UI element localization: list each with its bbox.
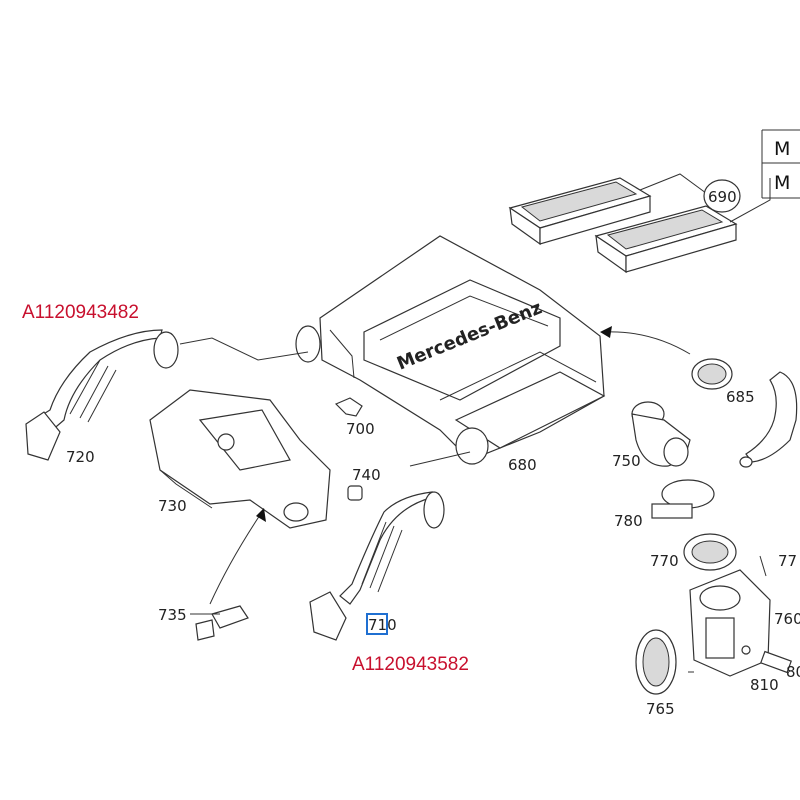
callout-760: 760 — [774, 610, 800, 628]
fastener-735 — [195, 605, 249, 641]
clamp-780 — [651, 479, 715, 519]
callout-720: 720 — [66, 448, 95, 466]
right-hose-partial — [739, 371, 798, 468]
callout-780: 780 — [614, 512, 643, 530]
callout-735: 735 — [158, 606, 187, 624]
callout-700: 700 — [346, 420, 375, 438]
callout-730: 730 — [158, 497, 187, 515]
callout-80x: 80 — [786, 663, 800, 681]
callout-circle-690 — [703, 179, 741, 213]
bracket-730 — [149, 389, 331, 529]
seal-765 — [635, 629, 677, 695]
callout-685: 685 — [726, 388, 755, 406]
callout-710: 710 — [368, 616, 397, 634]
callout-810: 810 — [750, 676, 779, 694]
air-intake-housing: Mercedes-Benz — [295, 235, 606, 465]
nut-740 — [347, 485, 363, 501]
gasket-685 — [691, 358, 733, 390]
clip-700 — [334, 397, 363, 417]
hose-720 — [25, 329, 179, 461]
variant-table: M M — [761, 129, 800, 199]
callout-770: 770 — [650, 552, 679, 570]
table-row-2: M — [774, 172, 790, 194]
throttle-body-760 — [689, 569, 771, 677]
sensor-750 — [631, 401, 691, 467]
ring-770 — [683, 533, 737, 571]
table-row-1: M — [774, 138, 790, 160]
callout-740: 740 — [352, 466, 381, 484]
callout-77x: 77 — [778, 552, 797, 570]
part-number-upper-hose: A1120943482 — [22, 302, 139, 323]
callout-765: 765 — [646, 700, 675, 718]
part-number-lower-hose: A1120943582 — [352, 654, 469, 675]
bolt-810 — [760, 650, 792, 674]
hose-710 — [309, 491, 445, 641]
callout-680: 680 — [508, 456, 537, 474]
air-filter-elements — [508, 177, 738, 274]
highlight-box-710 — [366, 613, 388, 635]
callout-690: 690 — [708, 188, 737, 206]
callout-750: 750 — [612, 452, 641, 470]
